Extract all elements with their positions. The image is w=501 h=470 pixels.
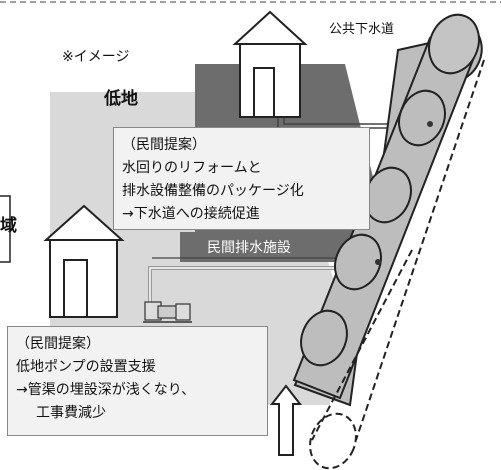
lower-joint [375,259,381,265]
upper-joint [427,121,433,127]
proposal-line: 水回りのリフォームと [122,160,262,176]
proposal-box-pump: （民間提案） 低地ポンプの設置支援 →管渠の埋設深が浅くなり、 工事費減少 [7,326,268,436]
proposal-line: 低地ポンプの設置支援 [16,359,156,375]
proposal-heading: （民間提案） [122,137,206,153]
lower-house-icon [43,204,125,318]
private-drainage-strip [180,232,365,262]
proposal-line: 工事費減少 [36,405,106,421]
proposal-line: →管渠の埋設深が浅くなり、 [16,382,196,398]
private-drainage-label: 民間排水施設 [207,240,291,256]
upper-house-icon [232,10,308,118]
proposal-heading: （民間提案） [16,336,100,352]
lowland-label: 低地 [104,89,138,109]
deeper-pipe-outline [309,59,485,470]
side-fragment-label: 域 [0,216,17,236]
pump-icon [143,301,192,323]
sewer-segments [292,13,480,400]
proposal-line: 排水設備整備のパッケージ化 [122,183,304,199]
public-sewer-label: 公共下水道 [329,22,395,37]
up-arrow-icon [269,384,303,456]
proposal-line: →下水道への接続促進 [122,206,260,222]
proposal-box-reform: （民間提案） 水回りのリフォームと 排水設備整備のパッケージ化 →下水道への接続… [113,127,370,230]
upper-pipe [283,118,432,125]
image-note: ※イメージ [62,49,130,65]
side-bracket [0,195,11,263]
